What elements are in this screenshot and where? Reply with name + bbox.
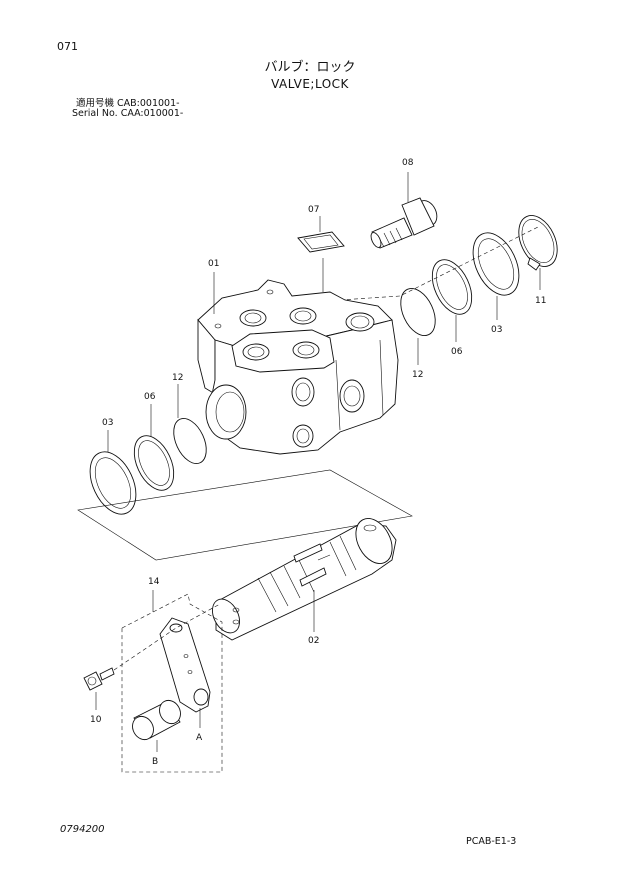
label-10: 10 <box>90 715 102 725</box>
label-06-left: 06 <box>144 392 156 402</box>
label-B: B <box>152 757 158 767</box>
part-12-oring-left <box>173 384 207 464</box>
label-A: A <box>196 733 203 743</box>
label-03-left: 03 <box>102 418 113 428</box>
title-japanese: バルブ：ロック <box>264 60 356 75</box>
label-01: 01 <box>208 259 219 269</box>
label-14: 14 <box>148 577 160 587</box>
part-06-ring-left <box>133 404 175 491</box>
part-01-valve-body <box>197 258 399 455</box>
label-12-left: 12 <box>172 373 183 383</box>
label-06-right: 06 <box>451 347 463 357</box>
section-code: PCAB-E1-3 <box>466 836 517 847</box>
label-07: 07 <box>308 205 319 215</box>
label-02: 02 <box>308 636 319 646</box>
part-A-plate <box>159 617 211 728</box>
label-11: 11 <box>535 296 546 306</box>
part-B-pin <box>132 699 181 752</box>
part-02-spool <box>211 518 397 641</box>
label-12-right: 12 <box>412 370 423 380</box>
serial-line-1: 適用号機 CAB:001001- <box>76 98 180 109</box>
title-english: VALVE;LOCK <box>271 77 349 91</box>
part-10-bolt <box>83 667 115 710</box>
part-06-ring-right <box>431 259 473 342</box>
kit-14-outline <box>121 593 223 773</box>
part-03-ring-right <box>472 232 520 320</box>
part-03-ring-left <box>89 430 137 515</box>
part-08-bolt <box>370 172 438 249</box>
part-11-snap-ring <box>518 215 558 290</box>
page-number: 071 <box>57 40 78 53</box>
drawing-code: 0794200 <box>60 824 105 835</box>
serial-line-2: Serial No. CAA:010001- <box>72 108 184 119</box>
label-03-right: 03 <box>491 325 502 335</box>
part-07-plate <box>297 216 345 253</box>
label-08: 08 <box>402 158 414 168</box>
part-12-oring-right <box>400 288 436 365</box>
